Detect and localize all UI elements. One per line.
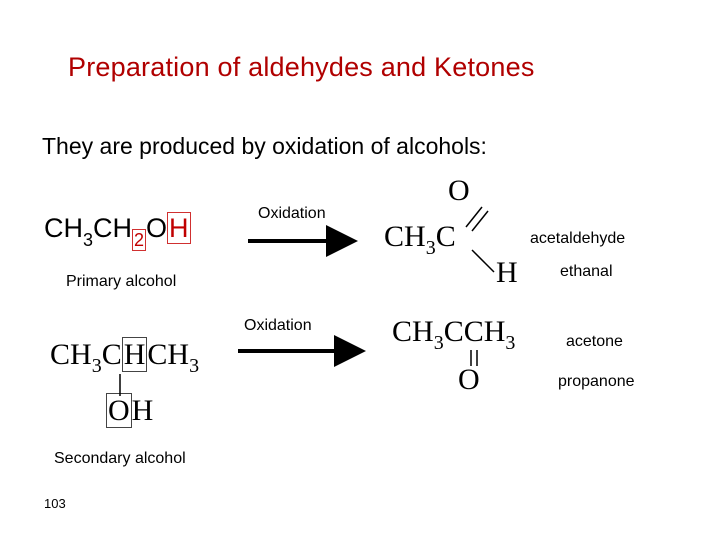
aldehyde-co-bond-a — [465, 206, 483, 228]
ethanal-label: ethanal — [560, 263, 613, 280]
oxidation-label-1: Oxidation — [258, 205, 326, 222]
secondary-alcohol-label: Secondary alcohol — [54, 450, 186, 467]
hydroxyl-group: OH — [106, 393, 154, 428]
slide-title: Preparation of aldehydes and Ketones — [68, 52, 535, 82]
aldehyde-oxygen: O — [448, 174, 470, 207]
secondary-alcohol-structure: CH3CHCH3 — [50, 337, 200, 377]
aldehyde-hydrogen: H — [496, 256, 518, 289]
aldehyde-structure: CH3C — [384, 220, 456, 259]
aldehyde-co-bond-b — [471, 210, 489, 232]
aldehyde-ch-bond — [471, 249, 495, 273]
acetone-oxygen: O — [458, 363, 480, 396]
propanone-label: propanone — [558, 373, 635, 390]
slide-number: 103 — [44, 496, 66, 511]
primary-alcohol-label: Primary alcohol — [66, 273, 177, 290]
slide-subtitle: They are produced by oxidation of alcoho… — [42, 133, 487, 159]
acetaldehyde-label: acetaldehyde — [530, 230, 626, 247]
acetone-label: acetone — [566, 333, 623, 350]
acetone-structure: CH3CCH3 — [392, 315, 516, 354]
oxidation-label-2: Oxidation — [244, 317, 312, 334]
